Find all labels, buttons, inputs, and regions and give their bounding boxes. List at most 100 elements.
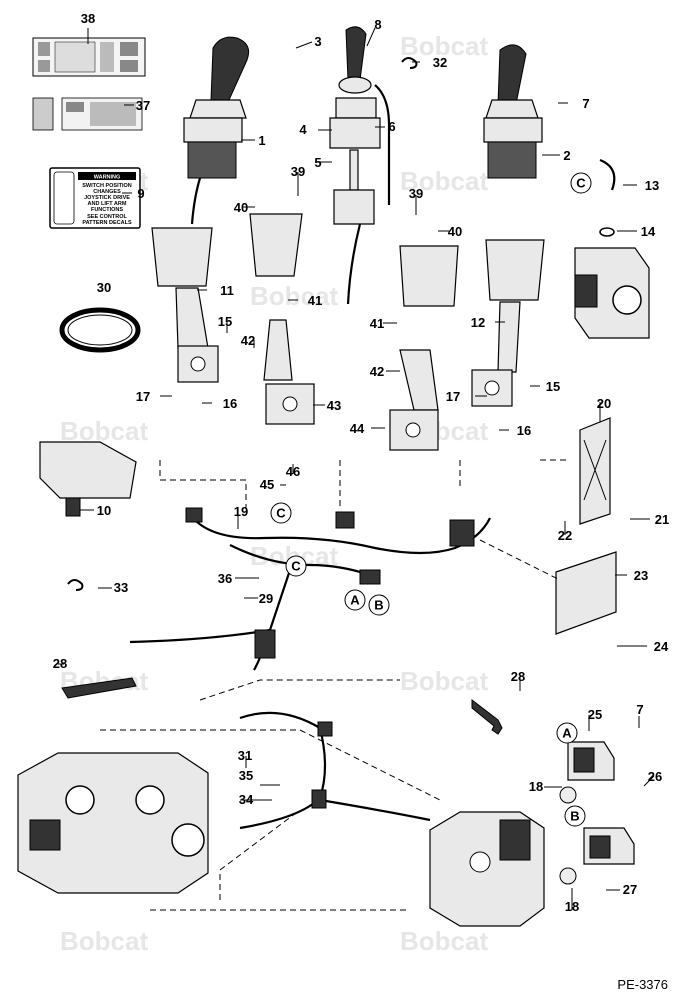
warning-line: SWITCH POSITION	[82, 183, 132, 189]
callout-3: 3	[314, 34, 321, 49]
controller-23	[555, 551, 617, 635]
callout-40: 40	[448, 224, 462, 239]
watermark: Bobcat	[400, 31, 488, 61]
decal-sheet-38	[32, 37, 146, 77]
connector-letter: C	[276, 506, 286, 521]
callout-14: 14	[641, 224, 656, 239]
part-callouts: 38 37 9 1 3 8 32 4 6 5 2 7 13 14 39 39 4…	[53, 11, 669, 914]
callout-17: 17	[136, 389, 150, 404]
cable-clamp-33	[67, 579, 84, 591]
callout-4: 4	[299, 122, 307, 137]
warning-line: SEE CONTROL	[87, 214, 127, 220]
valve-block	[429, 811, 545, 927]
warning-line: PATTERN DECALS	[82, 220, 132, 226]
callout-26: 26	[648, 769, 662, 784]
left-joystick-assembly	[151, 36, 250, 383]
callout-6: 6	[388, 119, 395, 134]
watermark: Bobcat	[400, 166, 488, 196]
warning-line: FUNCTIONS	[91, 207, 123, 213]
callout-31: 31	[238, 748, 252, 763]
callout-33: 33	[114, 580, 128, 595]
joystick-boots	[249, 213, 459, 451]
callout-29: 29	[259, 591, 273, 606]
callout-7: 7	[582, 96, 589, 111]
callout-9: 9	[137, 186, 144, 201]
callout-11: 11	[220, 283, 234, 298]
callout-16: 16	[517, 423, 531, 438]
callout-30: 30	[97, 280, 111, 295]
connector-letter: B	[374, 598, 383, 613]
callout-18: 18	[529, 779, 543, 794]
callout-28: 28	[511, 669, 525, 684]
connector-letter-bubbles: C C C A B A B	[270, 172, 592, 827]
callout-32: 32	[433, 55, 447, 70]
callout-18: 18	[565, 899, 579, 914]
hex-wrench-28	[471, 698, 503, 735]
controller-20	[579, 417, 611, 525]
callout-42: 42	[241, 333, 255, 348]
solenoid-26	[583, 827, 635, 865]
callout-43: 43	[327, 398, 341, 413]
mount-bracket-10	[39, 441, 137, 517]
callout-23: 23	[634, 568, 648, 583]
callout-1: 1	[258, 133, 265, 148]
warning-heading: WARNING	[94, 175, 121, 181]
callout-25: 25	[588, 707, 602, 722]
control-valve-13	[574, 158, 650, 339]
wire-coil-30	[59, 307, 141, 353]
callout-39: 39	[409, 186, 423, 201]
hydrostatic-pump	[17, 752, 209, 894]
callout-35: 35	[239, 768, 253, 783]
callout-36: 36	[218, 571, 232, 586]
callout-5: 5	[314, 155, 321, 170]
callout-15: 15	[218, 314, 232, 329]
callout-27: 27	[623, 882, 637, 897]
connector-letter: B	[570, 809, 579, 824]
connector-letter: A	[350, 593, 360, 608]
callout-40: 40	[234, 200, 248, 215]
callout-46: 46	[286, 464, 300, 479]
callout-8: 8	[374, 17, 381, 32]
warning-line: JOYSTICK DRIVE	[84, 195, 130, 201]
callout-41: 41	[370, 316, 384, 331]
callout-21: 21	[655, 512, 669, 527]
document-id: PE-3376	[617, 977, 668, 992]
o-ring-18	[559, 867, 577, 885]
connector-letter: A	[562, 726, 572, 741]
callout-41: 41	[308, 293, 322, 308]
warning-decal: WARNING SWITCH POSITION CHANGES JOYSTICK…	[49, 167, 141, 229]
callout-42: 42	[370, 364, 384, 379]
solenoid-25	[567, 741, 615, 781]
right-joystick-assembly	[471, 44, 545, 407]
callout-13: 13	[645, 178, 659, 193]
callout-2: 2	[563, 148, 570, 163]
callout-34: 34	[239, 792, 254, 807]
callout-39: 39	[291, 164, 305, 179]
callout-12: 12	[471, 315, 485, 330]
connector-letter: C	[576, 176, 586, 191]
main-wiring-harness	[129, 507, 491, 671]
callout-45: 45	[260, 477, 274, 492]
callout-17: 17	[446, 389, 460, 404]
warning-line: AND LIFT ARM	[88, 201, 127, 207]
hex-wrench-28	[61, 677, 137, 699]
watermark: Bobcat	[400, 666, 488, 696]
center-joystick-assembly	[329, 26, 391, 305]
callout-19: 19	[234, 504, 248, 519]
callout-15: 15	[546, 379, 560, 394]
callout-28: 28	[53, 656, 67, 671]
callout-24: 24	[654, 639, 669, 654]
connector-letter: C	[291, 559, 301, 574]
callout-20: 20	[597, 396, 611, 411]
watermark: Bobcat	[60, 416, 148, 446]
watermark: Bobcat	[400, 926, 488, 956]
callout-44: 44	[350, 421, 365, 436]
callout-leaders	[58, 27, 655, 910]
callout-22: 22	[558, 528, 572, 543]
o-ring-18	[559, 786, 577, 804]
dashed-guide-lines	[100, 459, 570, 911]
callout-37: 37	[136, 98, 150, 113]
callout-10: 10	[97, 503, 111, 518]
